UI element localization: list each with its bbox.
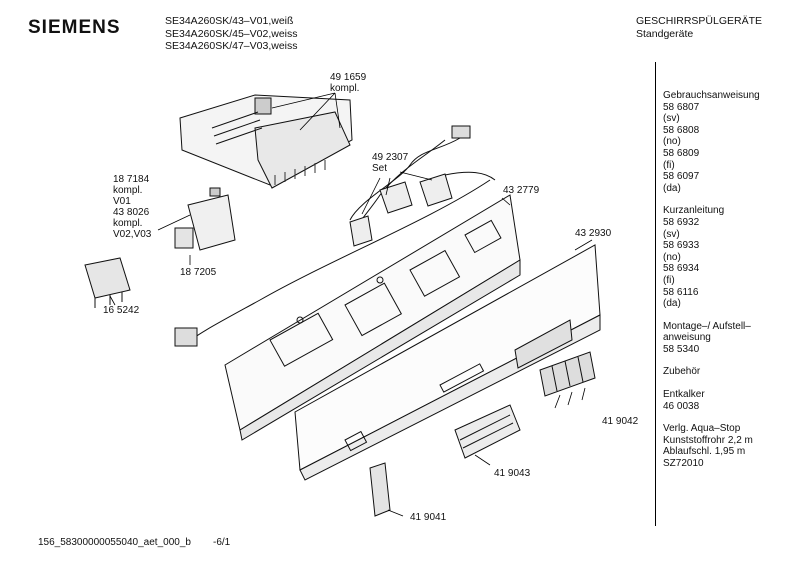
- cable-set-drawing: [349, 125, 496, 247]
- model-line: SE34A260SK/47–V03,weiss: [165, 40, 298, 52]
- model-list: SE34A260SK/43–V01,weiß SE34A260SK/45–V02…: [165, 15, 298, 53]
- category: GESCHIRRSPÜLGERÄTE Standgeräte: [636, 15, 762, 40]
- front-panel-drawing: [294, 244, 601, 481]
- part-label-492307: 49 2307 Set: [372, 152, 409, 174]
- connector-drawing: [174, 327, 198, 347]
- sidebar: Gebrauchsanweisung 58 6807 (sv) 58 6808 …: [663, 90, 760, 481]
- lever-drawing: [369, 462, 391, 517]
- wire-drawing: [184, 179, 491, 346]
- part-label-419043: 41 9043: [494, 468, 531, 479]
- model-line: SE34A260SK/43–V01,weiß: [165, 15, 294, 27]
- page-number: -6/1: [213, 537, 231, 548]
- control-module-drawing: [179, 94, 353, 189]
- part-label-187184: 18 7184 kompl. V01 43 8026 kompl. V02,V0…: [113, 174, 152, 240]
- sidebar-divider: [655, 62, 656, 526]
- sidebar-block-quickguide: Kurzanleitung 58 6932 (sv) 58 6933 (no) …: [663, 205, 725, 310]
- part-label-419042: 41 9042: [602, 416, 639, 427]
- part-label-491659: 49 1659 kompl.: [330, 72, 367, 94]
- part-label-187205: 18 7205: [180, 267, 217, 278]
- part-label-419041: 41 9041: [410, 512, 447, 523]
- document-id: 156_58300000055040_aet_000_b: [38, 537, 191, 548]
- category-subtitle: Standgeräte: [636, 27, 694, 40]
- leader-lines: [109, 92, 593, 517]
- sidebar-block-manual: Gebrauchsanweisung 58 6807 (sv) 58 6808 …: [663, 90, 760, 194]
- sidebar-block-accessories: Zubehör: [663, 366, 701, 378]
- part-label-432779: 43 2779: [503, 185, 540, 196]
- part-label-165242: 16 5242: [103, 305, 140, 316]
- inner-panel-drawing: [224, 194, 521, 441]
- switch-drawing: [174, 187, 236, 251]
- brand-logo: SIEMENS: [28, 17, 121, 38]
- switch-2-drawing: [84, 257, 131, 308]
- sidebar-block-installation: Montage–/ Aufstell– anweisung 58 5340: [663, 320, 751, 355]
- part-label-432930: 43 2930: [575, 228, 612, 239]
- sidebar-block-descaler: Entkalker 46 0038: [663, 389, 705, 412]
- model-line: SE34A260SK/45–V02,weiss: [165, 27, 298, 40]
- buttons-drawing: [539, 351, 596, 397]
- sidebar-block-aquastop: Verlg. Aqua–Stop Kunststoffrohr 2,2 m Ab…: [663, 423, 753, 470]
- category-title: GESCHIRRSPÜLGERÄTE: [636, 15, 763, 27]
- display-module-drawing: [454, 404, 521, 459]
